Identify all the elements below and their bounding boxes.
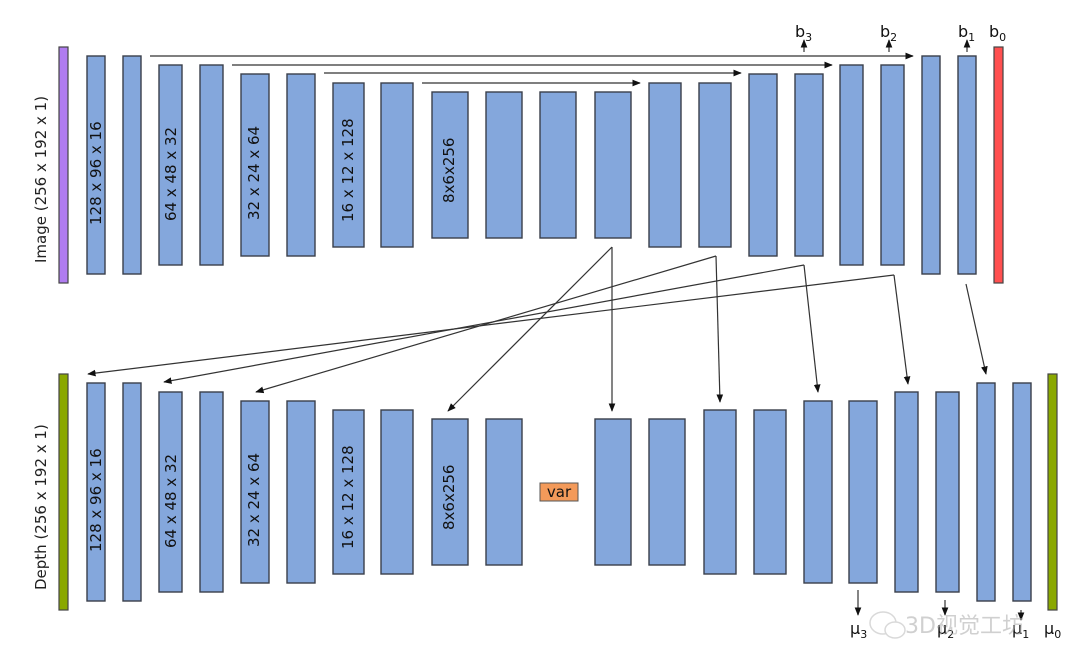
output-label-b2: b2 xyxy=(880,22,897,44)
encoder-block-8 xyxy=(380,82,414,248)
cross-arrow-2 xyxy=(715,255,724,403)
stage-label-top-2: 64 x 48 x 32 xyxy=(162,127,180,221)
encoder-input-label: Image (256 x 192 x 1) xyxy=(32,96,50,263)
encoder-block-10 xyxy=(485,91,523,239)
decoder-block-2 xyxy=(122,382,142,602)
decoder-blocks xyxy=(86,382,1032,602)
decoder-block-3 xyxy=(158,391,183,593)
decoder-block-19 xyxy=(976,382,996,602)
encoder-output-bar-b0 xyxy=(993,46,1004,284)
encoder-blocks xyxy=(86,55,977,275)
encoder-block-17 xyxy=(839,64,864,266)
output-label-b3: b3 xyxy=(795,22,812,44)
cross-arrows xyxy=(87,246,988,412)
output-label-mu1: μ1 xyxy=(1012,619,1029,641)
decoder-block-7 xyxy=(332,409,365,575)
decoder-block-16 xyxy=(848,400,878,584)
cross-arrow-4 xyxy=(893,274,911,385)
cross-arrow-3b xyxy=(163,264,805,384)
decoder-block-5 xyxy=(240,400,270,584)
encoder-block-7 xyxy=(332,82,365,248)
cross-arrow-5 xyxy=(965,283,988,375)
decoder-block-1 xyxy=(86,382,106,602)
encoder-block-1 xyxy=(86,55,106,275)
encoder-block-12 xyxy=(594,91,632,239)
cross-arrow-2b xyxy=(255,255,717,394)
stage-label-top-4: 16 x 12 x 128 xyxy=(339,118,357,222)
stage-label-top-3: 32 x 24 x 64 xyxy=(245,126,263,220)
encoder-input-bar xyxy=(58,46,69,284)
watermark-text: 3D视觉工坊 xyxy=(905,614,1024,639)
output-label-mu3: μ3 xyxy=(850,619,867,641)
decoder-block-10 xyxy=(485,418,523,566)
decoder-block-9 xyxy=(431,418,469,566)
var-label: var xyxy=(547,483,572,501)
encoder-block-19 xyxy=(921,55,941,275)
decoder-block-18 xyxy=(935,391,960,593)
cross-arrow-1b xyxy=(447,246,613,412)
decoder-block-17 xyxy=(894,391,919,593)
encoder-block-14 xyxy=(698,82,732,248)
decoder-block-11 xyxy=(594,418,632,566)
decoder-block-15 xyxy=(803,400,833,584)
decoder-block-8 xyxy=(380,409,414,575)
encoder-block-4 xyxy=(199,64,224,266)
encoder-block-20 xyxy=(957,55,977,275)
encoder-block-11 xyxy=(539,91,577,239)
encoder-block-18 xyxy=(880,64,905,266)
output-label-mu2: μ2 xyxy=(937,619,954,641)
encoder-block-16 xyxy=(794,73,824,257)
cross-arrow-4b xyxy=(87,274,895,377)
encoder-block-9 xyxy=(431,91,469,239)
stage-label-bottom-3: 32 x 24 x 64 xyxy=(245,453,263,547)
stage-label-top-1: 128 x 96 x 16 xyxy=(87,121,105,225)
output-label-b0: b0 xyxy=(989,22,1006,44)
decoder-block-20 xyxy=(1012,382,1032,602)
decoder-block-6 xyxy=(286,400,316,584)
encoder-block-13 xyxy=(648,82,682,248)
stage-label-bottom-1: 128 x 96 x 16 xyxy=(87,448,105,552)
watermark: 3D视觉工坊 xyxy=(869,611,1024,639)
decoder-block-12 xyxy=(648,418,686,566)
stage-label-bottom-2: 64 x 48 x 32 xyxy=(162,454,180,548)
encoder-block-15 xyxy=(748,73,778,257)
output-label-b1: b1 xyxy=(958,22,975,44)
decoder-output-bar-mu0 xyxy=(1047,373,1058,611)
encoder-block-3 xyxy=(158,64,183,266)
var-box xyxy=(539,482,579,502)
decoder-input-bar xyxy=(58,373,69,611)
encoder-block-6 xyxy=(286,73,316,257)
decoder-block-4 xyxy=(199,391,224,593)
decoder-block-14 xyxy=(753,409,787,575)
output-label-mu0: μ0 xyxy=(1044,619,1061,641)
decoder-input-label: Depth (256 x 192 x 1) xyxy=(32,424,50,590)
decoder-block-13 xyxy=(703,409,737,575)
stage-label-bottom-5: 8x6x256 xyxy=(440,465,458,530)
stage-label-bottom-4: 16 x 12 x 128 xyxy=(339,445,357,549)
encoder-block-2 xyxy=(122,55,142,275)
stage-label-top-5: 8x6x256 xyxy=(440,138,458,203)
encoder-block-5 xyxy=(240,73,270,257)
